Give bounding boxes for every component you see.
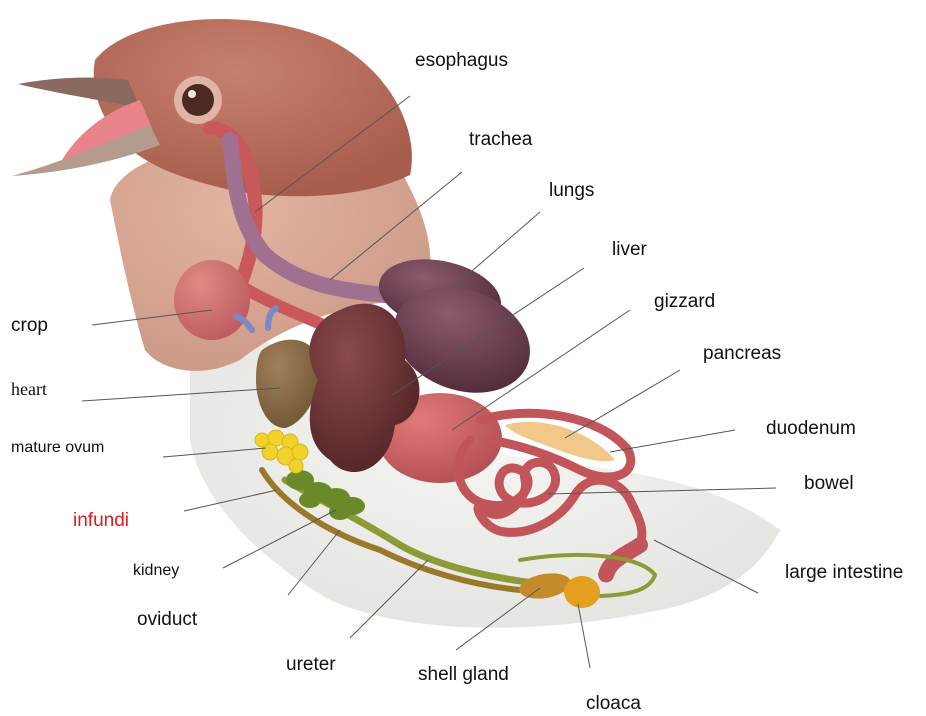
label-crop: crop [11, 316, 48, 335]
label-large-intestine: large intestine [785, 563, 903, 582]
label-esophagus: esophagus [415, 51, 508, 70]
label-kidney: kidney [133, 563, 179, 579]
label-liver: liver [612, 240, 647, 259]
leader-duodenum [610, 430, 735, 452]
leader-pancreas [565, 370, 680, 438]
label-heart: heart [11, 380, 47, 398]
crop-organ [174, 260, 250, 340]
label-bowel: bowel [804, 474, 854, 493]
label-pancreas: pancreas [703, 344, 781, 363]
cloaca-organ [564, 576, 600, 608]
upper-beak [18, 77, 140, 108]
label-cloaca: cloaca [586, 694, 641, 713]
label-oviduct: oviduct [137, 610, 197, 629]
label-duodenum: duodenum [766, 419, 856, 438]
label-ureter: ureter [286, 655, 336, 674]
eye [182, 84, 214, 116]
label-gizzard: gizzard [654, 292, 715, 311]
label-trachea: trachea [469, 130, 532, 149]
label-infundi: infundi [73, 511, 129, 530]
leader-lungs [450, 212, 540, 290]
label-shell-gland: shell gland [418, 665, 509, 684]
eye-highlight [188, 90, 196, 98]
label-mature-ovum: mature ovum [11, 440, 104, 456]
label-lungs: lungs [549, 181, 594, 200]
